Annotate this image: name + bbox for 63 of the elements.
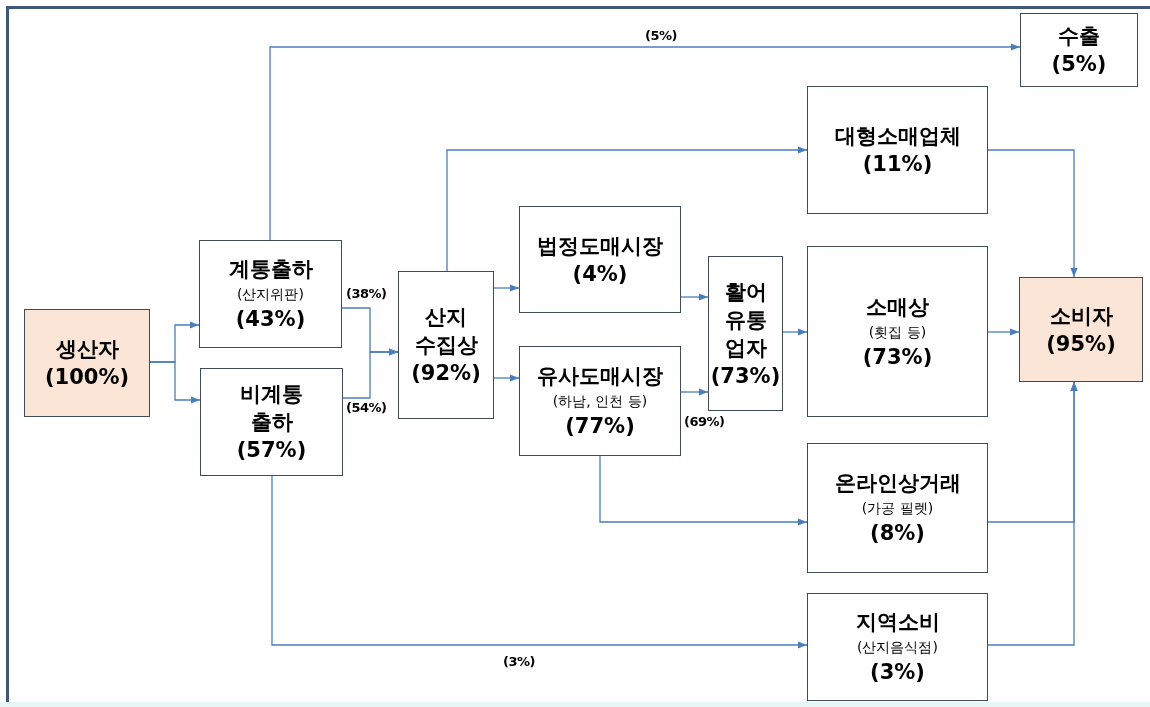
arrow	[446, 146, 808, 272]
node-label: 소매상	[866, 293, 929, 321]
process-box	[807, 246, 988, 417]
arrow	[680, 388, 709, 396]
node-label: 수출	[1058, 23, 1100, 50]
arrow	[987, 328, 1020, 336]
node-subtitle: (횟집 등)	[868, 322, 927, 342]
arrow	[987, 149, 1078, 278]
node-subtitle: (산지음식점)	[857, 638, 938, 657]
node-label: (43%)	[235, 306, 306, 333]
edge-label: (3%)	[503, 654, 535, 670]
process-box	[398, 271, 494, 419]
edge-label: (54%)	[346, 400, 387, 416]
node-label: (95%)	[1046, 330, 1116, 358]
process-box	[807, 593, 988, 701]
process-box	[807, 86, 988, 214]
process-box	[519, 346, 681, 456]
arrow	[149, 361, 201, 404]
process-box	[1019, 277, 1143, 382]
node-label: 지역소비	[855, 609, 940, 636]
process-box	[708, 256, 783, 411]
edge-label: (69%)	[684, 414, 725, 430]
node-label: 산지 수집상	[413, 304, 479, 359]
edge-label: (5%)	[645, 28, 677, 44]
process-box	[519, 206, 681, 313]
node-label: (92%)	[411, 360, 481, 387]
process-box	[24, 309, 150, 417]
arrow	[493, 284, 520, 292]
edge-label: (38%)	[346, 286, 387, 302]
node-label: (4%)	[572, 260, 628, 288]
arrow	[599, 455, 808, 526]
node-label: 대형소매업체	[834, 123, 961, 150]
node-label: 활어 유통 업자	[723, 278, 768, 362]
node-label: (73%)	[710, 362, 781, 390]
node-label: 소비자	[1049, 302, 1113, 330]
node-label: 유사도매시장	[537, 363, 663, 390]
node-label: 법정도매시장	[537, 232, 663, 260]
node-label: (3%)	[870, 659, 925, 686]
node-label: 온라인상거래	[834, 470, 961, 497]
node-label: (11%)	[862, 151, 933, 178]
node-label: (77%)	[565, 413, 635, 440]
arrow	[987, 381, 1078, 646]
process-box	[200, 368, 343, 476]
node-label: (100%)	[44, 364, 130, 391]
node-subtitle: (가공 필렛)	[861, 499, 934, 518]
process-box	[1020, 13, 1138, 87]
node-label: (5%)	[1051, 51, 1107, 78]
node-label: (57%)	[236, 437, 307, 464]
arrow	[342, 348, 399, 399]
process-box	[199, 240, 342, 348]
arrow	[493, 374, 520, 382]
node-subtitle: (하남, 인천 등)	[552, 392, 648, 411]
node-label: 비계통 출하	[239, 381, 304, 436]
node-label: (73%)	[862, 343, 933, 371]
arrow	[271, 475, 808, 649]
node-subtitle: (산지위판)	[237, 285, 304, 304]
arrow	[269, 43, 1021, 241]
node-label: 생산자	[55, 336, 119, 363]
process-box	[807, 443, 988, 573]
arrow	[680, 293, 709, 301]
node-label: 계통출하	[228, 256, 313, 283]
arrow	[782, 328, 808, 336]
node-label: (8%)	[870, 520, 925, 547]
